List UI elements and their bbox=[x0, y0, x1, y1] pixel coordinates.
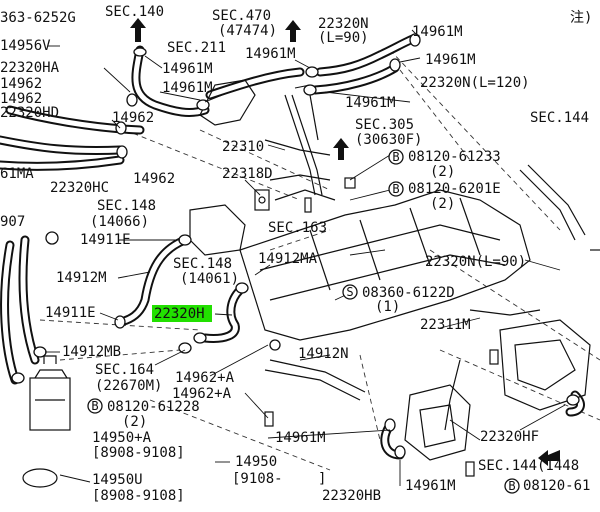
label-47474: (47474) bbox=[218, 23, 277, 39]
label-14961M-e: 14961M bbox=[425, 52, 476, 68]
label-22320N-L90: 22320N(L=90) bbox=[425, 254, 526, 270]
label-8908-9108-a: [8908-9108] bbox=[92, 445, 185, 461]
label-SEC305: SEC.305 bbox=[355, 117, 414, 133]
label-14912N: 14912N bbox=[298, 346, 349, 362]
label-22320HD: 22320HD bbox=[0, 105, 59, 121]
label-14956V: 14956V bbox=[0, 38, 51, 54]
label-14961M-d: 14961M bbox=[412, 24, 463, 40]
label-9108: [9108- bbox=[232, 471, 283, 487]
label-SEC164: SEC.164 bbox=[95, 362, 154, 378]
label-14950A: 14950+A bbox=[92, 430, 152, 446]
label-30630F: (30630F) bbox=[355, 132, 422, 148]
leader-lines bbox=[45, 29, 566, 486]
label-14962A-a: 14962+A bbox=[175, 370, 235, 386]
bolt-marker-icon: B bbox=[504, 478, 520, 494]
label-SEC148-b: SEC.148 bbox=[173, 256, 232, 272]
label-22320HC: 22320HC bbox=[50, 180, 109, 196]
bolt-marker-icon: B bbox=[87, 398, 103, 414]
label-8908-9108-b: [8908-9108] bbox=[92, 488, 185, 504]
label-14961M-g: 14961M bbox=[275, 430, 326, 446]
label-14912MB: 14912MB bbox=[62, 344, 121, 360]
label-14962-c: 14962 bbox=[112, 110, 154, 126]
svg-text:S: S bbox=[346, 285, 353, 299]
label-L90-top: (L=90) bbox=[318, 30, 369, 46]
label-363-6252G: 363-6252G bbox=[0, 10, 76, 26]
label-61MA: 61MA bbox=[0, 166, 34, 182]
highlight-box bbox=[152, 305, 212, 322]
reservoir-tank bbox=[22, 355, 71, 488]
label-22320HB: 22320HB bbox=[322, 488, 381, 504]
svg-text:B: B bbox=[392, 182, 399, 196]
label-14961M-f: 14961M bbox=[345, 95, 396, 111]
bolts bbox=[254, 177, 499, 477]
label-14911E-a: 14911E bbox=[80, 232, 131, 248]
label-14912M: 14912M bbox=[56, 270, 107, 286]
label-22320H-highlighted: 22320H bbox=[154, 306, 205, 322]
label-qty-2-b: (2) bbox=[430, 196, 455, 212]
label-22320N-L120: 22320N(L=120) bbox=[420, 75, 530, 91]
label-14962A-b: 14962+A bbox=[172, 386, 232, 402]
label-14950: 14950 bbox=[235, 454, 277, 470]
label-14961M-h: 14961M bbox=[405, 478, 456, 494]
bolt-marker-icon: B bbox=[388, 181, 404, 197]
label-22318D: 22318D bbox=[222, 166, 273, 182]
label-08360-6122D: 08360-6122D bbox=[362, 285, 455, 301]
label-22311M: 22311M bbox=[420, 317, 471, 333]
label-note: 注) bbox=[570, 10, 592, 26]
pipes bbox=[199, 79, 600, 431]
label-14962-a: 14962 bbox=[0, 76, 42, 92]
label-qty-2-c: (2) bbox=[122, 414, 147, 430]
svg-text:B: B bbox=[392, 150, 399, 164]
label-bracket-close: ] bbox=[318, 471, 326, 487]
label-14961M-b: 14961M bbox=[162, 80, 213, 96]
part-labels: 363-6252G 14956V 22320HA 14962 14962 223… bbox=[0, 4, 592, 504]
label-qty-1: (1) bbox=[375, 299, 400, 315]
label-22320HF: 22320HF bbox=[480, 429, 539, 445]
label-14912MA: 14912MA bbox=[258, 251, 318, 267]
label-SEC144-top: SEC.144 bbox=[530, 110, 589, 126]
label-14961M-a: 14961M bbox=[162, 61, 213, 77]
label-22320HA: 22320HA bbox=[0, 60, 60, 76]
label-SEC163: SEC.163 bbox=[268, 220, 327, 236]
hoses bbox=[0, 33, 585, 460]
label-907: 907 bbox=[0, 214, 25, 230]
label-14950U: 14950U bbox=[92, 472, 143, 488]
label-SEC148-a: SEC.148 bbox=[97, 198, 156, 214]
label-SEC470: SEC.470 bbox=[212, 8, 271, 24]
label-08120-6201E: 08120-6201E bbox=[408, 181, 501, 197]
label-14961M-c: 14961M bbox=[245, 46, 296, 62]
label-14061: (14061) bbox=[180, 271, 239, 287]
label-08120-61228: 08120-61228 bbox=[107, 399, 200, 415]
label-14066: (14066) bbox=[90, 214, 149, 230]
screw-marker-icon: S bbox=[342, 284, 358, 300]
svg-text:B: B bbox=[508, 479, 515, 493]
bolt-markers: B B S B B bbox=[87, 149, 520, 494]
label-14962-d: 14962 bbox=[133, 171, 175, 187]
label-22310: 22310 bbox=[222, 139, 264, 155]
label-14962-b: 14962 bbox=[0, 91, 42, 107]
label-SEC140: SEC.140 bbox=[105, 4, 164, 20]
label-08120-61233: 08120-61233 bbox=[408, 149, 501, 165]
label-22670M: (22670M) bbox=[95, 378, 162, 394]
svg-text:B: B bbox=[91, 399, 98, 413]
label-14911E-b: 14911E bbox=[45, 305, 96, 321]
label-22320N: 22320N bbox=[318, 16, 369, 32]
direction-arrows bbox=[130, 18, 560, 466]
hose-clamps bbox=[11, 33, 580, 459]
label-SEC211: SEC.211 bbox=[167, 40, 226, 56]
bolt-marker-icon: B bbox=[388, 149, 404, 165]
label-08120-61: 08120-61 bbox=[523, 478, 590, 494]
label-qty-2-a: (2) bbox=[430, 164, 455, 180]
label-SEC144-bottom: SEC.144(1448 bbox=[478, 458, 579, 474]
engine-block bbox=[189, 189, 591, 461]
